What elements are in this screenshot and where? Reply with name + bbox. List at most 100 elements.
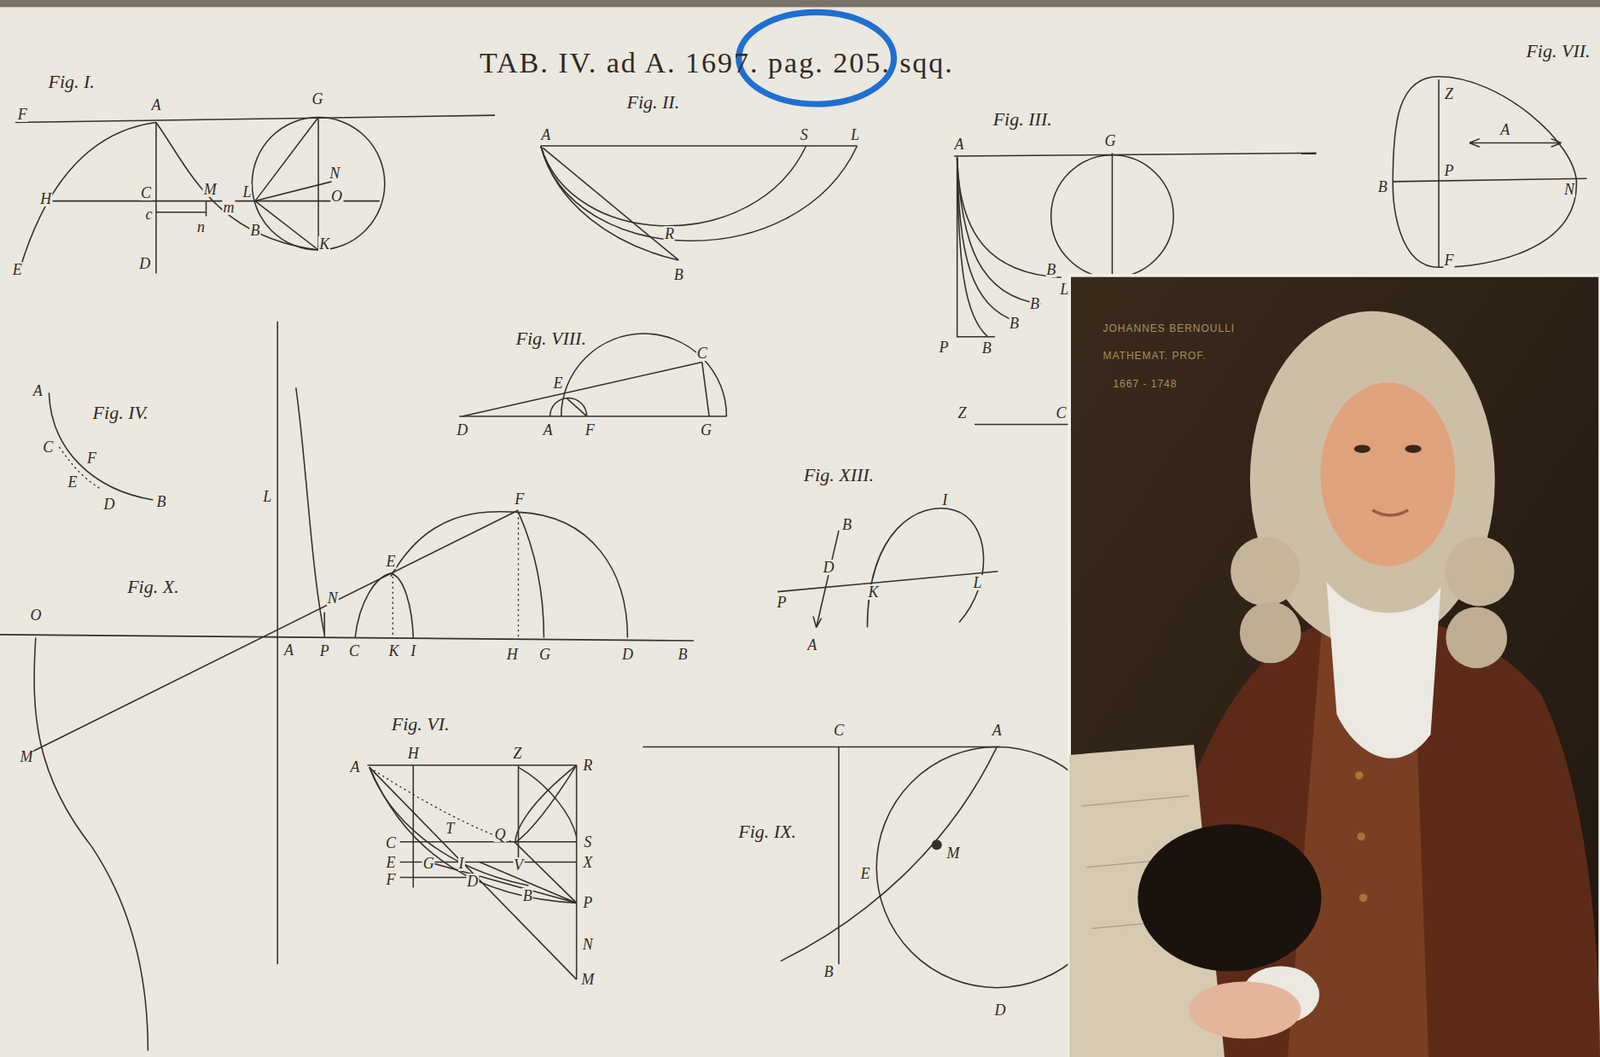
point-letter: R (581, 757, 594, 774)
point-letter: A (542, 422, 554, 438)
fig-nine-part (780, 746, 998, 961)
point-letter: P (776, 594, 788, 611)
point-letter: N (326, 590, 339, 606)
point-letter: Z (512, 745, 523, 762)
portrait-inscription: JOHANNES BERNOULLI (1102, 323, 1237, 334)
point-letter: H (39, 191, 53, 207)
portrait-part (1230, 536, 1300, 606)
point-letter: N (328, 165, 341, 181)
fig-two-part (541, 145, 858, 241)
portrait-part (1239, 602, 1302, 664)
point-letter: F (1443, 252, 1455, 268)
point-letter: O (29, 607, 42, 623)
portrait-part (1188, 982, 1302, 1040)
fig-six-part (515, 765, 577, 844)
point-letter: B (677, 646, 689, 663)
point-letter: G (310, 91, 324, 107)
point-letter: K (388, 643, 401, 659)
figure-number: Fig. IV. (92, 403, 150, 423)
figure-number: Fig. VIII. (514, 329, 587, 349)
point-letter: c (145, 206, 154, 222)
fig-nine-part (931, 839, 943, 850)
point-letter: A (283, 642, 295, 658)
fig-three-part (957, 157, 1019, 323)
point-letter: L (849, 127, 861, 143)
point-letter: I (941, 492, 949, 508)
portrait-part (1320, 382, 1455, 566)
point-letter: D (993, 1002, 1007, 1019)
point-letter: D (455, 422, 469, 438)
fig-one-part (156, 201, 207, 217)
fig-seven (1392, 76, 1587, 268)
fig-one-part (251, 117, 384, 251)
fig-one-part (255, 117, 319, 202)
fig-two-part (541, 145, 679, 261)
fig-ten-part (354, 573, 414, 638)
point-letter: E (552, 375, 565, 391)
point-letter: P (581, 895, 594, 911)
point-letter: B (1008, 315, 1020, 332)
fig-eight-part (462, 362, 703, 417)
fig-ten (0, 321, 694, 1052)
portrait-part (1445, 607, 1507, 670)
portrait-part (1359, 894, 1368, 903)
fig-three-part (957, 157, 1062, 278)
point-letter: K (867, 584, 880, 600)
point-letter: P (319, 643, 331, 659)
fig-six (366, 765, 576, 980)
point-letter: H (506, 646, 519, 663)
figure-number: Fig. III. (992, 110, 1054, 129)
point-letter: E (385, 855, 397, 871)
fig-one-part (15, 115, 495, 123)
fig-eight-part (459, 415, 727, 418)
figure-number: Fig. XIII. (802, 465, 875, 485)
fig-eight (459, 333, 727, 417)
point-letter: C (348, 643, 361, 659)
point-letter: G (699, 422, 713, 438)
point-letter: G (422, 855, 436, 872)
fig-seven-part (1392, 178, 1587, 182)
point-letter: M (203, 181, 218, 198)
fig-ten-part (392, 512, 518, 638)
point-letter: L (241, 184, 252, 200)
point-letter: G (1104, 133, 1118, 149)
fig-thirteen (777, 424, 1070, 629)
point-letter: A (32, 383, 44, 399)
fig-thirteen-part (866, 508, 984, 629)
point-letter: B (1029, 296, 1041, 312)
point-letter: E (860, 866, 872, 882)
point-letter: D (138, 256, 152, 272)
fig-two (541, 145, 858, 261)
fig-six-part (400, 842, 577, 879)
point-letter: L (261, 488, 273, 505)
fig-six-part (576, 765, 578, 980)
point-letter: n (196, 219, 206, 235)
figure-number: Fig. VI. (390, 715, 451, 734)
fig-three-part (957, 157, 989, 337)
figure-number: Fig. I. (46, 72, 95, 92)
point-letter: A (806, 637, 818, 653)
point-letter: Z (1443, 86, 1455, 102)
portrait-part (1137, 824, 1321, 972)
point-letter: B (981, 340, 993, 356)
point-letter: M (19, 749, 35, 765)
point-letter: B (155, 494, 167, 510)
point-letter: Z (957, 405, 968, 421)
fig-two-part (541, 145, 807, 227)
point-letter: F (584, 422, 596, 438)
point-letter: D (822, 559, 836, 576)
point-letter: A (540, 127, 552, 143)
fig-nine-part (837, 746, 840, 965)
point-letter: F (17, 106, 29, 123)
point-letter: N (581, 936, 594, 953)
book-edge (0, 0, 1600, 7)
portrait (1069, 275, 1600, 1057)
fig-thirteen-part (813, 530, 839, 629)
portrait-part (1444, 536, 1514, 606)
point-letter: F (385, 872, 397, 888)
portrait-inscription: 1667 - 1748 (1111, 378, 1178, 390)
point-letter: G (538, 646, 552, 663)
fig-one-part (255, 181, 332, 202)
